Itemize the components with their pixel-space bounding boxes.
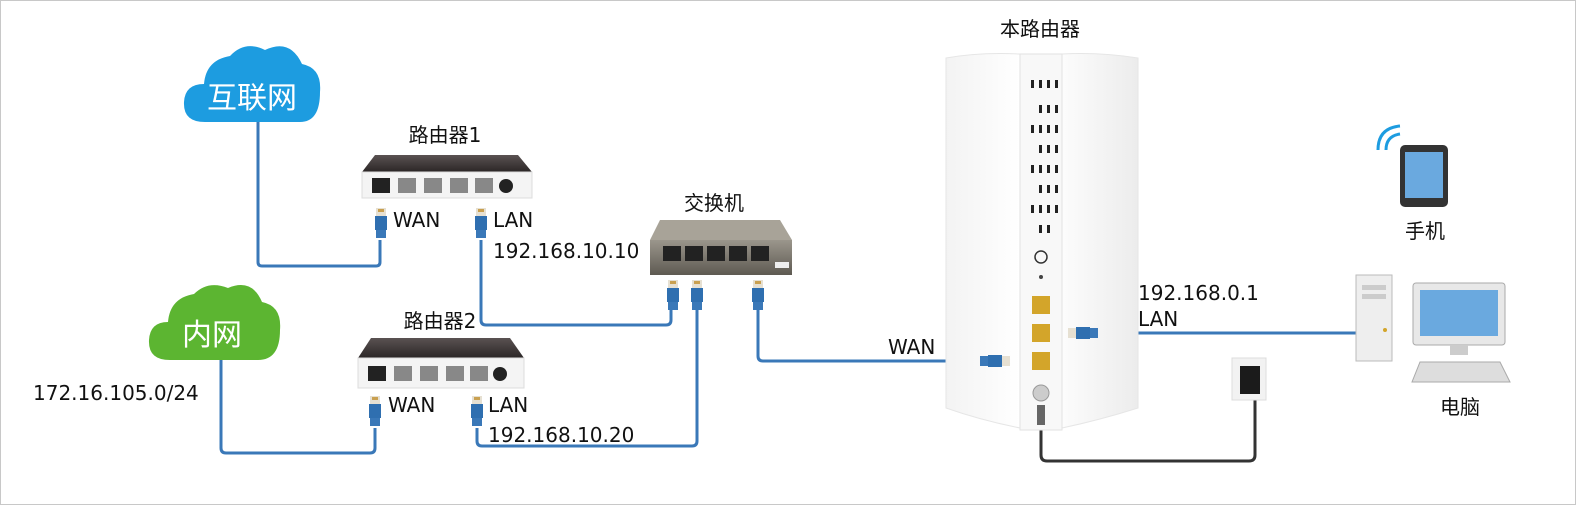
- intranet-subnet: 172.16.105.0/24: [33, 381, 199, 405]
- this-router-label: 本路由器: [1000, 17, 1080, 41]
- router-1-wan-label: WAN: [393, 208, 440, 232]
- keyboard-icon: [1411, 361, 1511, 383]
- wifi-icon: [1376, 124, 1401, 151]
- router-1-lan-ip: 192.168.10.10: [493, 239, 639, 263]
- this-router-lan-label: LAN: [1138, 307, 1178, 331]
- router-1: 路由器1 WAN LAN 192.168.10.10: [361, 123, 639, 263]
- vent-slots: [1031, 80, 1058, 233]
- router-2-lan-ip: 192.168.10.20: [488, 423, 634, 447]
- router-2-label: 路由器2: [404, 309, 477, 333]
- cloud-icon: [148, 285, 281, 360]
- switch: 交换机: [650, 191, 792, 310]
- internet-cloud: 互联网: [183, 46, 321, 122]
- switch-label: 交换机: [684, 191, 744, 215]
- this-router-lan-ip: 192.168.0.1: [1138, 281, 1259, 305]
- router-1-lan-label: LAN: [493, 208, 533, 232]
- router-2-wan-label: WAN: [388, 393, 435, 417]
- cables: [219, 118, 1356, 463]
- router-2: 路由器2 WAN LAN 192.168.10.20: [357, 309, 634, 447]
- this-router-wan-label: WAN: [888, 335, 935, 359]
- phone-label: 手机: [1405, 219, 1445, 243]
- phone: 手机: [1376, 124, 1448, 243]
- pc: 电脑: [1355, 274, 1511, 419]
- pc-label: 电脑: [1440, 395, 1480, 419]
- this-router: 本路由器 WAN 192.168.0.1 LAN: [888, 17, 1259, 431]
- cloud-icon: [183, 46, 321, 122]
- router-1-label: 路由器1: [409, 123, 482, 147]
- intranet-label: 内网: [182, 318, 242, 353]
- internet-label: 互联网: [207, 81, 297, 116]
- router-2-lan-label: LAN: [488, 393, 528, 417]
- power-adapter-icon: [1231, 357, 1267, 401]
- intranet-cloud: 内网: [148, 285, 281, 360]
